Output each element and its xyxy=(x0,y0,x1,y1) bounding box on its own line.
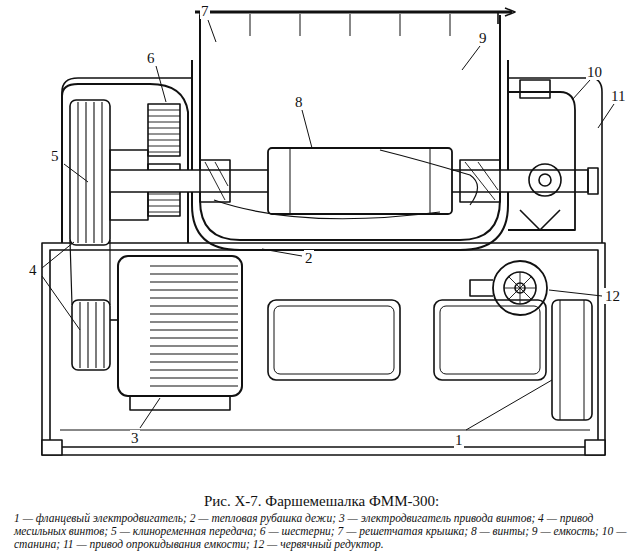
callout-number: 10 xyxy=(586,64,603,80)
callout-number: 5 xyxy=(50,148,60,164)
callout-number: 8 xyxy=(294,94,304,110)
callout-number: 4 xyxy=(28,262,38,278)
leader-lines xyxy=(42,20,614,430)
callout-number: 7 xyxy=(200,3,210,19)
callout-number: 6 xyxy=(146,50,156,66)
figure-caption: Рис. X-7. Фаршемешалка ФММ-300: xyxy=(204,492,439,510)
callout-number: 9 xyxy=(478,30,488,46)
callout-number: 12 xyxy=(604,288,621,304)
parts-key: 1 — фланцевый электродвигатель; 2 — тепл… xyxy=(14,512,630,551)
callout-number: 1 xyxy=(454,432,464,448)
callout-number: 3 xyxy=(130,430,140,446)
callout-number: 11 xyxy=(610,88,626,104)
callout-number: 2 xyxy=(304,250,314,266)
